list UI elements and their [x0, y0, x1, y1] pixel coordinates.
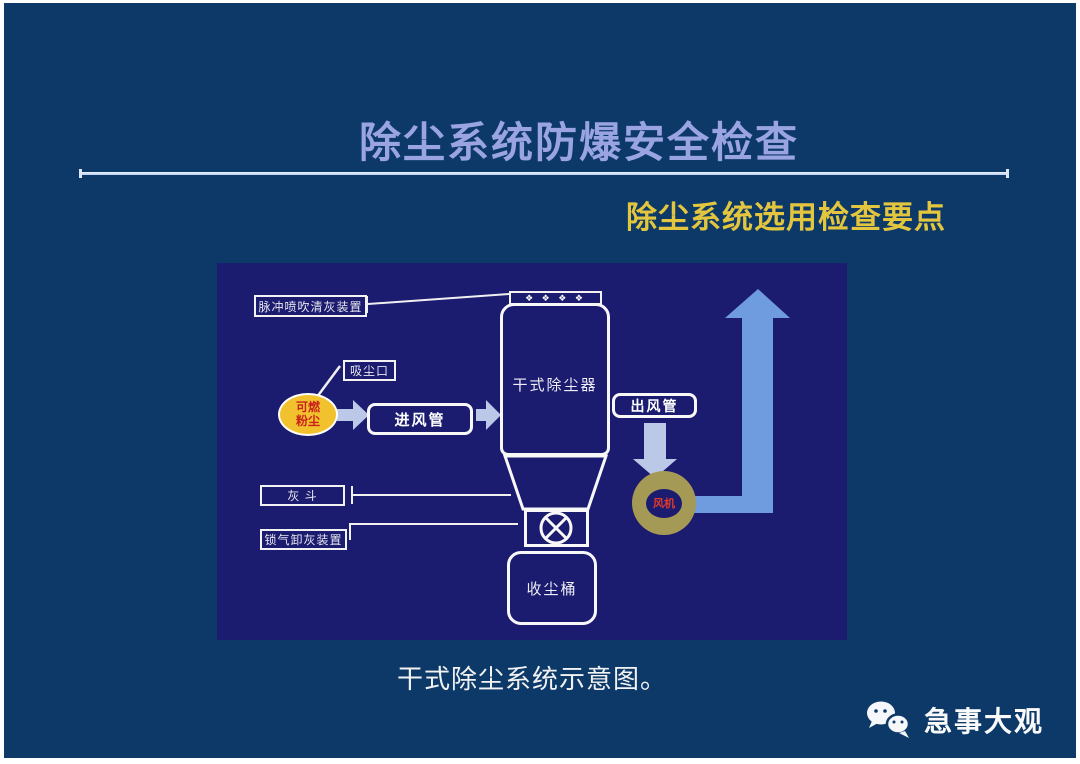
label-pulse-cleaning-device: 脉冲喷吹清灰装置: [254, 295, 367, 317]
slide-background: 除尘系统防爆安全检查 除尘系统选用检查要点: [4, 3, 1076, 758]
slide-subtitle: 除尘系统选用检查要点: [626, 200, 946, 235]
flow-arrow-down: [633, 423, 677, 478]
dust-text-line2: 粉尘: [295, 413, 320, 428]
dry-collector-label: 干式除尘器: [512, 377, 598, 394]
dust-bucket-box: 收尘桶: [507, 551, 597, 625]
dry-collector-body: 干式除尘器: [500, 303, 610, 456]
fan-donut: 风机: [632, 471, 696, 535]
dust-text-line1: 可燃: [295, 399, 320, 414]
label-airlock-discharge: 锁气卸灰装置: [260, 529, 347, 550]
fan-label: 风机: [646, 488, 682, 518]
flow-arrow-2: [476, 400, 501, 430]
diagram-panel: 脉冲喷吹清灰装置 吸尘口 灰 斗 锁气卸灰装置 可燃 粉尘 进风管 出风管 ❖ …: [217, 263, 847, 640]
pulse-leader-line: [367, 293, 510, 305]
label-suction-port: 吸尘口: [343, 360, 396, 381]
combustible-dust-ellipse: 可燃 粉尘: [278, 393, 338, 436]
exhaust-up-arrow: [694, 289, 790, 513]
hopper-funnel-shape: [502, 454, 609, 511]
airlock-leader-line: [349, 523, 518, 540]
outlet-duct-box: 出风管: [612, 393, 697, 418]
flow-arrow-1: [337, 400, 369, 430]
brand-name: 急事大观: [923, 706, 1044, 737]
slide-title: 除尘系统防爆安全检查: [358, 119, 799, 166]
divider-left-tick: [79, 169, 82, 178]
label-ash-hopper: 灰 斗: [260, 485, 345, 506]
diagram-connectors: [312, 289, 790, 545]
title-divider: [79, 169, 1009, 178]
brand-watermark: 急事大观: [864, 699, 1044, 741]
divider-right-tick: [1006, 169, 1009, 178]
diagram-caption: 干式除尘系统示意图。: [396, 664, 667, 694]
rotary-valve-housing: [524, 509, 589, 547]
rotary-valve-icon: [539, 511, 573, 545]
inlet-duct-box: 进风管: [367, 403, 473, 435]
wechat-icon: [866, 701, 911, 738]
